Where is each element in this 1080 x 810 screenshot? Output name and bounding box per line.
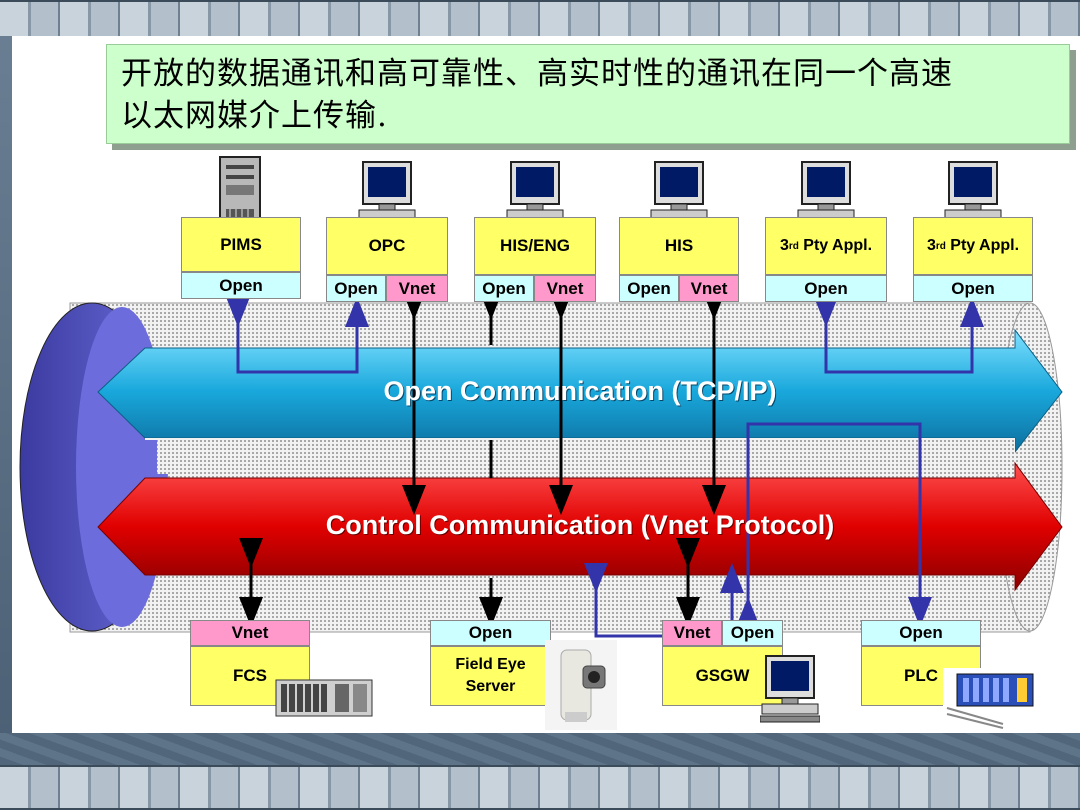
node-his-eng-label: HIS/ENG	[474, 217, 596, 275]
node-his[interactable]: HIS Open Vnet	[619, 160, 739, 303]
node-fcs[interactable]: Vnet FCS	[190, 620, 375, 720]
computer-icon	[796, 161, 856, 229]
node-gsgw-open-tag: Open	[722, 620, 783, 646]
node-3rd-party-1-open-tag: Open	[765, 275, 887, 302]
node-opc-label: OPC	[326, 217, 448, 275]
route-pims-opc	[226, 297, 369, 374]
route-gsgw-plc	[736, 422, 932, 627]
node-field-eye-server[interactable]: Open Field Eye Server	[430, 620, 620, 730]
node-gsgw[interactable]: Vnet Open GSGW	[662, 620, 822, 735]
computer-icon	[357, 161, 417, 229]
controller-rack-icon	[275, 679, 373, 717]
label-part: 3	[926, 237, 936, 254]
control-channel-arrow	[97, 461, 1063, 592]
node-his-eng[interactable]: HIS/ENG Open Vnet	[474, 160, 596, 303]
bottom-decor-strip	[0, 733, 1080, 765]
label-sup: rd	[935, 240, 946, 252]
node-pims-open-tag: Open	[181, 272, 301, 299]
node-gsgw-vnet-tag: Vnet	[662, 620, 722, 646]
headline-line-2: 以太网媒介上传输.	[121, 98, 388, 134]
computer-icon	[760, 655, 820, 723]
node-opc-vnet-tag: Vnet	[386, 275, 448, 302]
node-fcs-vnet-tag: Vnet	[190, 620, 310, 646]
label-line-2: Server	[465, 678, 516, 695]
node-his-eng-open-tag: Open	[474, 275, 534, 302]
node-pims-label: PIMS	[181, 217, 301, 272]
bottom-decor-band	[0, 765, 1080, 810]
node-plc[interactable]: Open PLC	[861, 620, 1041, 732]
node-his-open-tag: Open	[619, 275, 679, 302]
node-pims[interactable]: PIMS Open	[181, 155, 301, 303]
node-plc-open-tag: Open	[861, 620, 981, 646]
node-fcs-label: FCS	[190, 646, 310, 706]
route-3rd-party	[814, 297, 984, 374]
label-part: Pty Appl.	[945, 237, 1020, 254]
camera-device-icon	[545, 640, 617, 730]
label-part: 3	[779, 237, 789, 254]
label-sup: rd	[788, 240, 799, 252]
top-decor-band	[0, 0, 1080, 40]
node-his-vnet-tag: Vnet	[679, 275, 739, 302]
control-channel-label: Control Communication (Vnet Protocol)	[325, 510, 835, 540]
open-channel-label: Open Communication (TCP/IP)	[383, 376, 777, 406]
node-opc-open-tag: Open	[326, 275, 386, 302]
pipe-inner-left	[143, 440, 157, 476]
headline-line-1: 开放的数据通讯和高可靠性、高实时性的通讯在同一个高速	[121, 56, 953, 92]
node-his-eng-vnet-tag: Vnet	[534, 275, 596, 302]
node-opc[interactable]: OPC Open Vnet	[326, 160, 448, 303]
node-3rd-party-2-open-tag: Open	[913, 275, 1033, 302]
plc-module-icon	[943, 668, 1039, 730]
label-line-1: Field Eye	[455, 656, 526, 673]
node-field-eye-open-tag: Open	[430, 620, 551, 646]
open-channel-gap	[145, 438, 1015, 474]
node-field-eye-label: Field Eye Server	[430, 646, 551, 706]
label-part: Pty Appl.	[798, 237, 873, 254]
left-decor-strip	[0, 36, 12, 733]
node-his-label: HIS	[619, 217, 739, 275]
headline-box: 开放的数据通讯和高可靠性、高实时性的通讯在同一个高速 以太网媒介上传输.	[106, 44, 1070, 144]
